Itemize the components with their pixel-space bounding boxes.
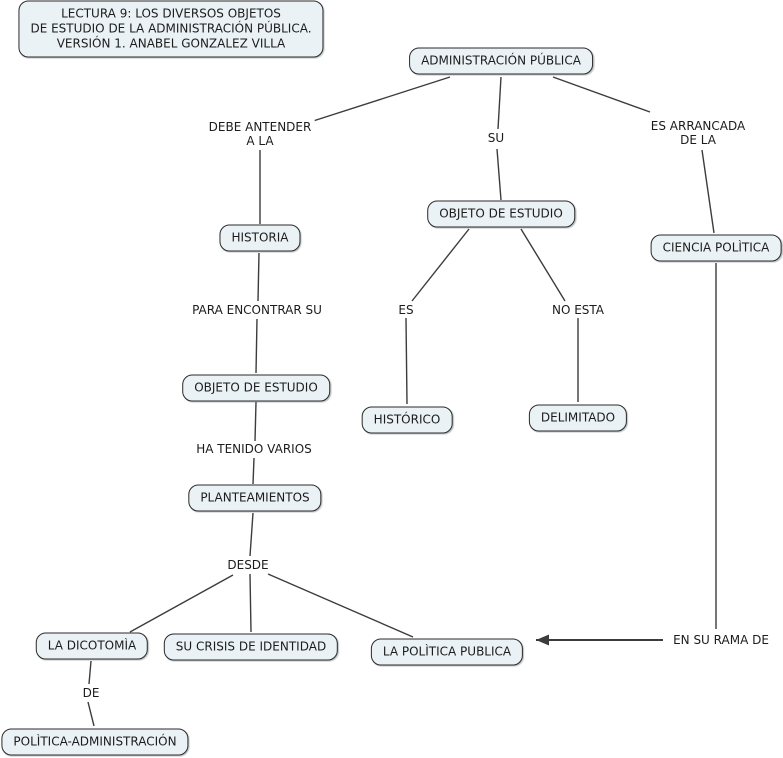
node-objeto-de-estudio-historia-text: OBJETO DE ESTUDIO xyxy=(194,380,318,395)
edge-line xyxy=(249,512,254,557)
label-es: ES xyxy=(395,302,417,318)
node-historia-text: HISTORIA xyxy=(231,230,289,245)
node-title-text: LECTURA 9: LOS DIVERSOS OBJETOS xyxy=(61,6,281,21)
edge-line xyxy=(129,574,234,633)
node-ciencia-politica-text: CIENCIA POLÌTICA xyxy=(662,240,770,255)
edge-line xyxy=(405,317,408,405)
node-historico-text: HISTÓRICO xyxy=(373,412,441,427)
edge-line xyxy=(701,149,715,234)
edge-line xyxy=(88,660,92,685)
label-en-su-rama-de-text: EN SU RAMA DE xyxy=(673,633,769,647)
edge-line xyxy=(552,76,651,113)
label-desde: DESDE xyxy=(224,557,272,573)
node-ciencia-politica: CIENCIA POLÌTICA xyxy=(650,234,782,262)
edges-group xyxy=(87,76,717,727)
node-objeto-de-estudio-su-text: OBJETO DE ESTUDIO xyxy=(439,206,563,221)
edge-line xyxy=(255,318,258,374)
label-de-text: DE xyxy=(82,686,100,700)
label-no-esta-text: NO ESTA xyxy=(551,303,605,317)
edge-line xyxy=(249,573,252,633)
label-es-text: ES xyxy=(398,303,414,317)
label-en-su-rama-de: EN SU RAMA DE xyxy=(670,632,772,648)
node-delimitado: DELIMITADO xyxy=(528,404,628,432)
label-debe-antender-a-la-text: DEBE ANTENDER xyxy=(208,120,312,134)
edge-line xyxy=(257,252,260,302)
node-administracion-publica-text: ADMINISTRACIÓN PÚBLICA xyxy=(421,53,581,68)
label-es-arrancada-de-la-text: ES ARRANCADA xyxy=(650,119,746,133)
node-la-politica-publica-text: LA POLÌTICA PUBLICA xyxy=(382,644,512,659)
node-su-crisis-de-identidad-text: SU CRISIS DE IDENTIDAD xyxy=(175,639,327,654)
node-title-text: DE ESTUDIO DE LA ADMINISTRACIÓN PÚBLICA. xyxy=(30,21,312,36)
edge-line xyxy=(497,76,502,130)
label-su-text: SU xyxy=(487,131,505,145)
node-objeto-de-estudio-historia: OBJETO DE ESTUDIO xyxy=(182,374,330,402)
label-para-encontrar-su: PARA ENCONTRAR SU xyxy=(189,302,325,318)
node-planteamientos: PLANTEAMIENTOS xyxy=(188,484,322,512)
label-ha-tenido-varios: HA TENIDO VARIOS xyxy=(193,441,315,457)
edge-line xyxy=(520,228,566,302)
node-title-text: VERSIÓN 1. ANABEL GONZALEZ VILLA xyxy=(56,36,286,51)
label-su: SU xyxy=(484,130,508,146)
node-politica-administracion: POLÌTICA-ADMINISTRACIÓN xyxy=(1,728,189,756)
node-objeto-de-estudio-su: OBJETO DE ESTUDIO xyxy=(427,200,575,228)
edge-line xyxy=(309,76,451,123)
node-la-dicotomia: LA DICOTOMÌA xyxy=(35,632,149,660)
label-es-arrancada-de-la-text: DE LA xyxy=(680,133,716,147)
node-planteamientos-text: PLANTEAMIENTOS xyxy=(200,490,310,505)
label-para-encontrar-su-text: PARA ENCONTRAR SU xyxy=(192,303,322,317)
edge-line xyxy=(496,148,502,201)
label-debe-antender-a-la-text: A LA xyxy=(246,134,274,148)
edge-line xyxy=(254,401,257,442)
node-la-politica-publica: LA POLÌTICA PUBLICA xyxy=(370,638,524,666)
label-de: DE xyxy=(79,685,103,701)
label-desde-text: DESDE xyxy=(227,558,269,572)
edge-line xyxy=(87,701,95,727)
node-historia: HISTORIA xyxy=(219,224,301,252)
edge-line xyxy=(411,228,470,302)
edge-line xyxy=(267,573,414,638)
edge-line xyxy=(252,457,255,485)
node-la-dicotomia-text: LA DICOTOMÌA xyxy=(47,638,137,653)
node-su-crisis-de-identidad: SU CRISIS DE IDENTIDAD xyxy=(163,633,339,661)
node-delimitado-text: DELIMITADO xyxy=(540,410,616,425)
node-administracion-publica: ADMINISTRACIÓN PÚBLICA xyxy=(409,47,593,75)
label-no-esta: NO ESTA xyxy=(548,302,608,318)
node-historico: HISTÓRICO xyxy=(361,406,453,434)
label-ha-tenido-varios-text: HA TENIDO VARIOS xyxy=(196,442,312,456)
node-politica-administracion-text: POLÌTICA-ADMINISTRACIÓN xyxy=(13,734,177,749)
